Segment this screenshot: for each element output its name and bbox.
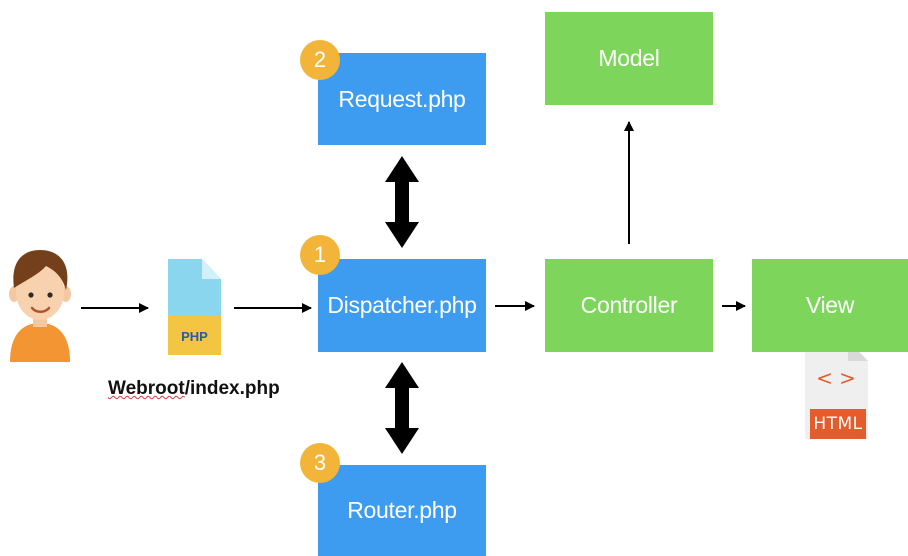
request-label: Request.php [338,85,466,112]
entry-caption-rest: /index.php [184,378,280,399]
step-badge-3: 3 [300,443,340,483]
php-file-label: PHP [181,329,208,344]
model-box: Model [545,12,713,105]
double-arrow-request-dispatcher [385,156,419,248]
html-file-badge: HTML [810,409,866,439]
step-badge-1: 1 [300,235,340,275]
view-box: View [752,259,908,352]
php-file-icon [168,259,221,355]
controller-label: Controller [580,292,678,318]
dispatcher-label: Dispatcher.php [327,292,477,318]
step-badge-2: 2 [300,40,340,80]
code-brackets-icon: < > [816,366,856,390]
entry-caption-webroot: Webroot [108,378,185,399]
router-box: Router.php [318,465,486,556]
request-box: Request.php [318,53,486,145]
router-label: Router.php [347,497,457,523]
entry-caption: Webroot/index.php [108,378,280,400]
double-arrow-dispatcher-router [385,362,419,454]
model-label: Model [598,45,660,71]
user-avatar-icon [9,250,71,362]
dispatcher-box: Dispatcher.php [318,259,486,352]
view-label: View [805,292,855,318]
controller-box: Controller [545,259,713,352]
